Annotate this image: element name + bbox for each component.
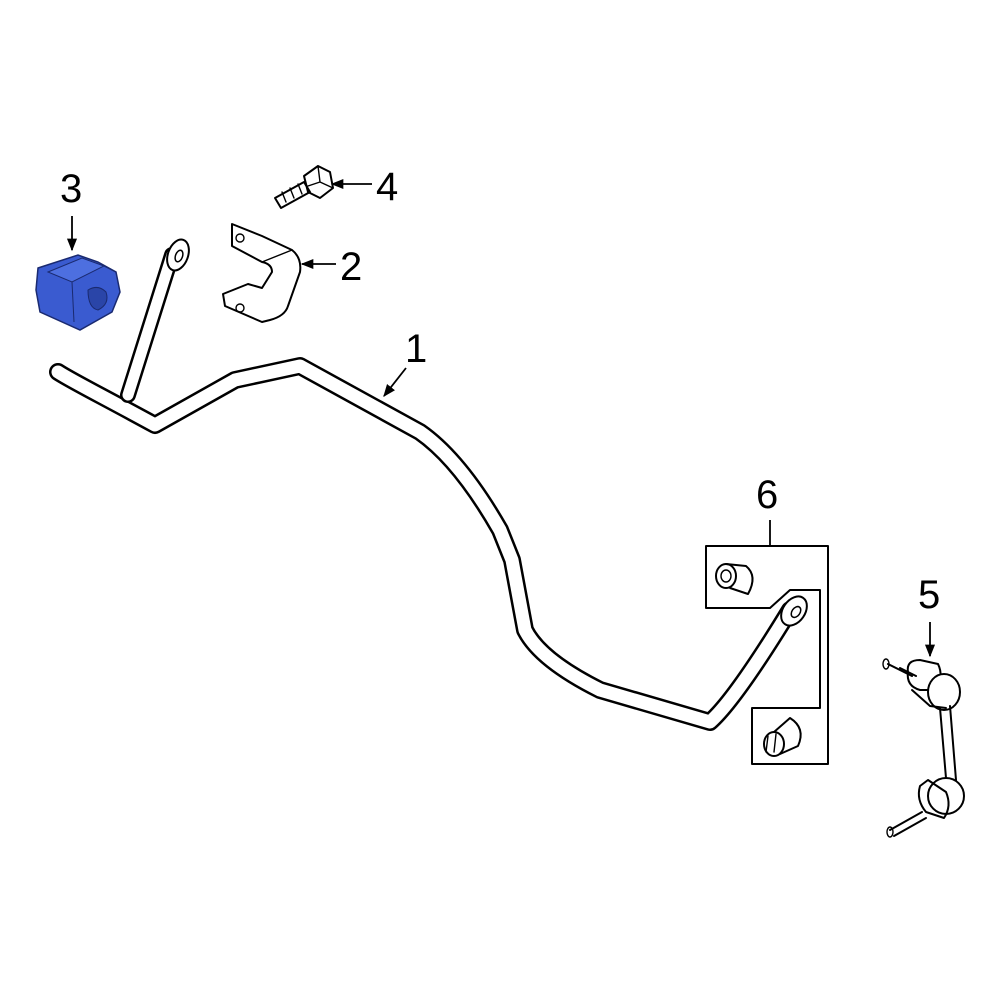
stabilizer-link[interactable]: [882, 658, 965, 838]
callout-3: 3: [60, 167, 82, 211]
link-nut: [763, 717, 802, 757]
callout-2: 2: [340, 245, 362, 289]
nut: [715, 563, 754, 595]
callout-6: 6: [756, 473, 778, 517]
callout-1: 1: [405, 327, 427, 371]
link-kit-box[interactable]: [705, 545, 829, 765]
bushing-bracket[interactable]: [222, 223, 302, 323]
stabilizer-bar[interactable]: [49, 237, 812, 731]
callout-4: 4: [376, 165, 398, 209]
leader-lines: [66, 178, 936, 658]
bolt[interactable]: [274, 165, 334, 209]
bushing-highlighted[interactable]: [35, 254, 121, 331]
callout-5: 5: [918, 573, 940, 617]
